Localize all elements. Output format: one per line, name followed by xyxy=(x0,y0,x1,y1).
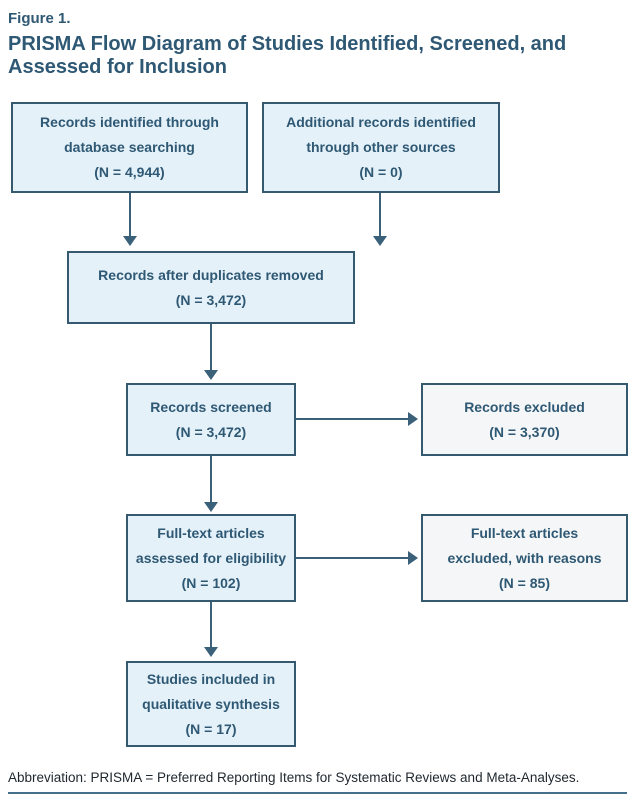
node-studies-included: Studies included in qualitative synthesi… xyxy=(126,661,296,747)
footer-divider xyxy=(8,792,627,794)
figure-title: PRISMA Flow Diagram of Studies Identifie… xyxy=(8,33,567,78)
arrow-down-icon xyxy=(204,602,218,657)
node-records-identified: Records identified through database sear… xyxy=(11,102,248,193)
node-fulltext-assessed: Full-text articles assessed for eligibil… xyxy=(126,514,296,602)
node-duplicates-removed: Records after duplicates removed (N = 3,… xyxy=(67,251,355,324)
arrow-right-icon xyxy=(296,412,418,426)
node-records-screened: Records screened (N = 3,472) xyxy=(126,383,296,456)
arrow-down-icon xyxy=(373,193,387,246)
node-fulltext-excluded: Full-text articles excluded, with reason… xyxy=(421,514,628,602)
node-records-excluded: Records excluded (N = 3,370) xyxy=(421,383,628,456)
arrow-down-icon xyxy=(123,193,137,246)
arrow-right-icon xyxy=(296,551,418,565)
arrow-down-icon xyxy=(204,324,218,380)
figure-label: Figure 1. xyxy=(8,10,71,27)
arrow-down-icon xyxy=(204,456,218,512)
node-additional-records: Additional records identified through ot… xyxy=(262,102,500,193)
abbreviation-note: Abbreviation: PRISMA = Preferred Reporti… xyxy=(8,770,580,785)
